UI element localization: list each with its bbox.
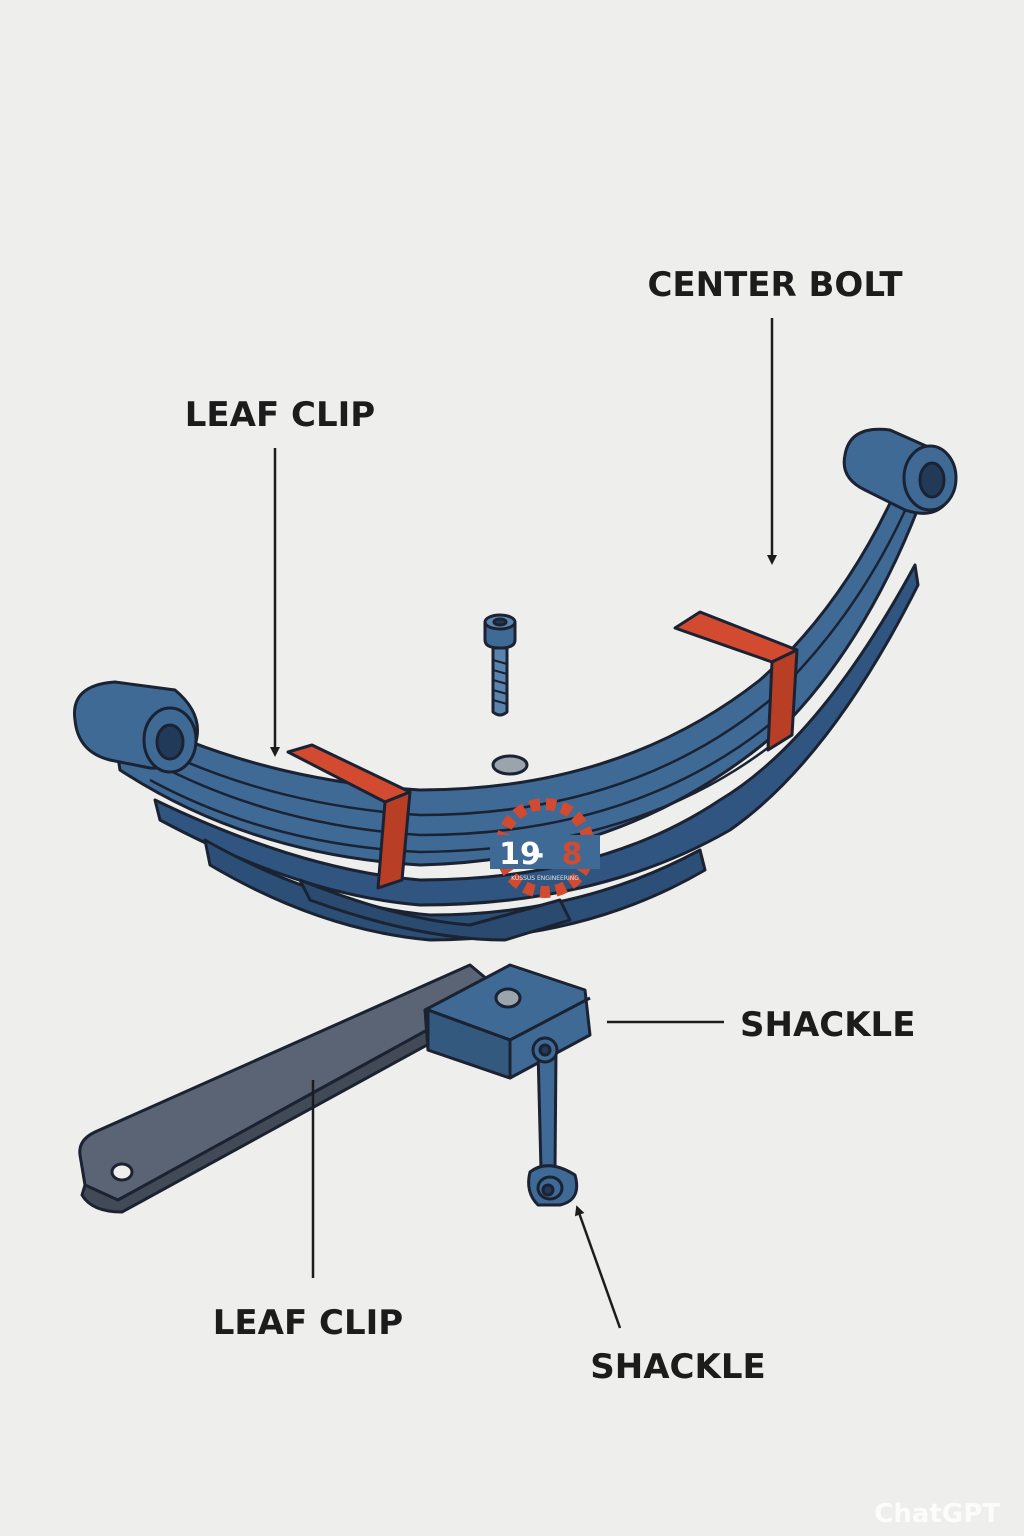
svg-text:-: - xyxy=(532,837,544,872)
watermark: ChatGPT xyxy=(874,1499,1000,1529)
logo-number-left: 19 xyxy=(499,837,541,872)
shackle-bottom-leader xyxy=(574,1205,622,1329)
leaf-clip-top-label: LEAF CLIP xyxy=(185,395,375,435)
logo-number-right: 8 xyxy=(562,837,583,872)
leaf-clip-arm-icon xyxy=(78,963,592,1214)
shackle-right-label: SHACKLE xyxy=(740,1005,915,1045)
leaf-spring-icon xyxy=(73,427,958,942)
shackle-icon xyxy=(527,1036,579,1207)
center-bolt-icon xyxy=(483,613,517,717)
leaf-clip-right-icon xyxy=(673,610,799,752)
brand-logo: 19 - 8 KUSSUS ENGINEERING xyxy=(490,798,600,898)
leaf-clip-bottom-label: LEAF CLIP xyxy=(213,1303,403,1343)
logo-subtext: KUSSUS ENGINEERING xyxy=(511,875,579,882)
shackle-bottom-label: SHACKLE xyxy=(590,1347,765,1387)
leaf-clip-left-icon xyxy=(286,743,412,890)
center-bolt-label: CENTER BOLT xyxy=(647,265,903,305)
